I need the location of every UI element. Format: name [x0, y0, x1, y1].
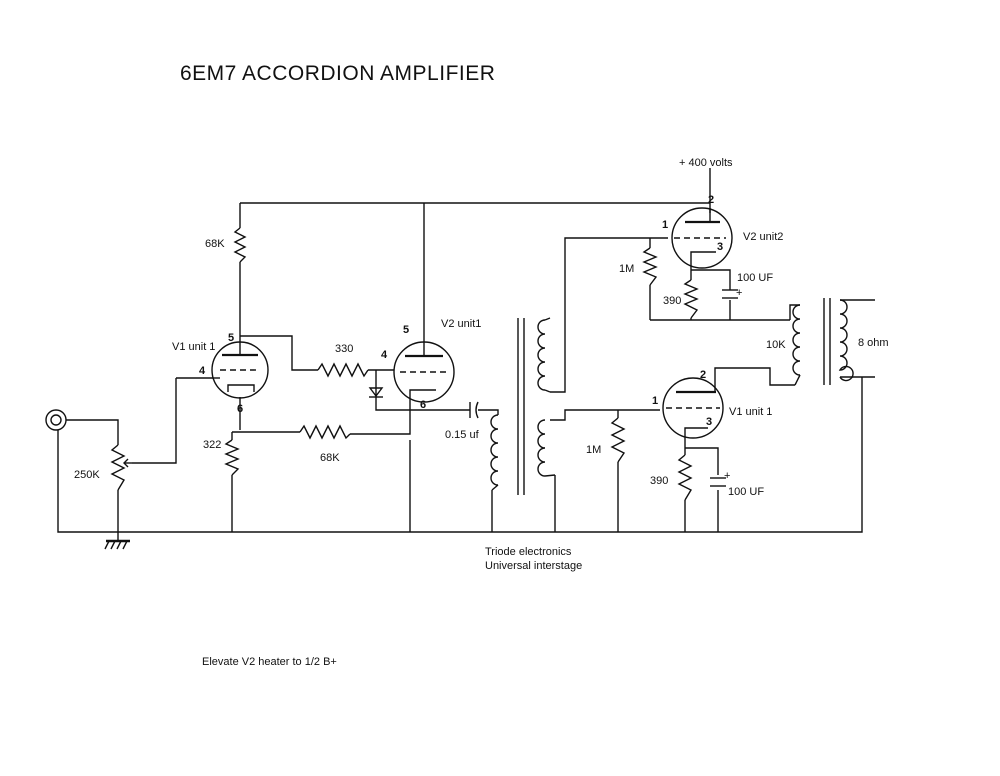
label-v1-unit1-output: V1 unit 1	[729, 406, 772, 418]
resistor-330	[317, 362, 369, 378]
label-322: 322	[203, 439, 221, 451]
label-100uf-top: 100 UF	[737, 272, 773, 284]
plus-top: +	[736, 287, 742, 299]
label-390-bottom: 390	[650, 475, 668, 487]
resistors	[110, 227, 699, 501]
resistor-322	[224, 439, 240, 476]
label-1m-top: 1M	[619, 263, 634, 275]
label-68k-feedback: 68K	[320, 452, 340, 464]
ground-symbol	[104, 539, 130, 550]
label-330: 330	[335, 343, 353, 355]
pin-v2u1-grid: 4	[381, 349, 388, 361]
label-1m-bottom: 1M	[586, 444, 601, 456]
tube-v2-unit1	[393, 341, 455, 403]
diode	[368, 387, 384, 398]
label-68k-plate: 68K	[205, 238, 225, 250]
tube-v1-unit1-input	[211, 341, 269, 399]
label-100uf-bottom: 100 UF	[728, 486, 764, 498]
pin-v2u1-plate: 5	[403, 324, 409, 336]
label-v2-unit1: V2 unit1	[441, 318, 481, 330]
interstage-label-line2: Universal interstage	[485, 560, 582, 572]
resistor-1m-top	[642, 247, 658, 286]
label-8ohm: 8 ohm	[858, 337, 889, 349]
resistor-68k-plate	[233, 227, 247, 263]
label-015uf: 0.15 uf	[445, 429, 480, 441]
potentiometer-250k	[110, 444, 126, 491]
capacitor-coupling	[469, 401, 479, 419]
wiring	[57, 168, 875, 540]
pin-v2u2-cathode: 3	[717, 241, 723, 253]
pin-v2u2-grid: 1	[662, 219, 668, 231]
output-transformer	[792, 298, 854, 386]
plus-bottom: +	[724, 470, 730, 482]
capacitor-100uf-top	[722, 289, 738, 299]
interstage-label-line1: Triode electronics	[485, 546, 572, 558]
schematic-title: 6EM7 ACCORDION AMPLIFIER	[180, 62, 495, 85]
pin-v2u2-plate: 2	[708, 194, 714, 206]
resistor-390-top	[683, 279, 699, 319]
pin-v1in-cathode: 6	[237, 403, 243, 415]
capacitors	[469, 289, 738, 487]
supply-label: + 400 volts	[679, 157, 733, 169]
label-250k: 250K	[74, 469, 100, 481]
pin-v2u1-cathode: 6	[420, 399, 426, 411]
label-v1-unit1-input: V1 unit 1	[172, 341, 215, 353]
pin-v1out-cathode: 3	[706, 416, 712, 428]
resistor-68k-feedback	[299, 424, 351, 440]
label-390-top: 390	[663, 295, 681, 307]
pin-v1out-grid: 1	[652, 395, 658, 407]
heater-note: Elevate V2 heater to 1/2 B+	[202, 656, 337, 668]
capacitor-100uf-bottom	[710, 477, 726, 487]
pin-v1in-grid: 4	[199, 365, 206, 377]
input-jack	[45, 409, 67, 431]
pin-v1out-plate: 2	[700, 369, 706, 381]
tube-v2-unit2	[671, 207, 733, 269]
resistor-1m-bottom	[610, 417, 626, 463]
label-10k: 10K	[766, 339, 786, 351]
resistor-390-bottom	[677, 454, 693, 501]
tube-v1-unit1-output	[662, 377, 724, 440]
interstage-transformer	[490, 317, 556, 495]
pin-v1in-plate: 5	[228, 332, 234, 344]
label-v2-unit2: V2 unit2	[743, 231, 783, 243]
